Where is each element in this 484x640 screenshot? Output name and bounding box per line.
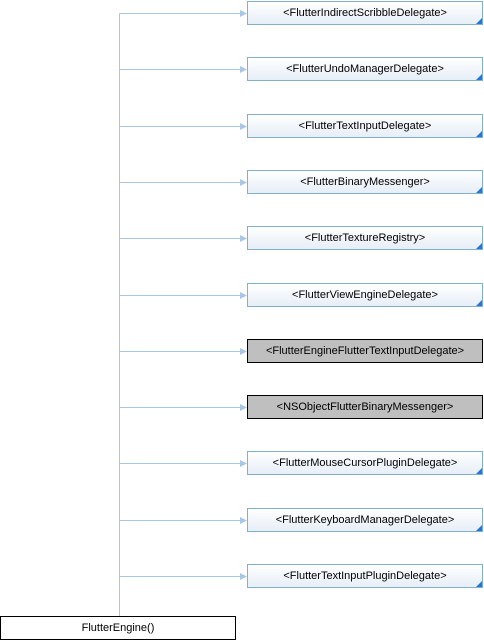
corner-marker-icon xyxy=(476,525,482,531)
arrowhead-icon xyxy=(240,10,247,17)
protocol-label: <FlutterIndirectScribbleDelegate> xyxy=(283,7,447,19)
corner-marker-icon xyxy=(476,187,482,193)
arrowhead-icon xyxy=(240,460,247,467)
protocol-label: <FlutterBinaryMessenger> xyxy=(300,176,430,188)
arrowhead-icon xyxy=(240,517,247,524)
protocol-node-view-engine-delegate[interactable]: <FlutterViewEngineDelegate> xyxy=(247,283,483,307)
protocol-label: <FlutterTextureRegistry> xyxy=(304,232,426,244)
corner-marker-icon xyxy=(476,468,482,474)
arrowhead-icon xyxy=(240,348,247,355)
protocol-node-indirect-scribble-delegate[interactable]: <FlutterIndirectScribbleDelegate> xyxy=(247,1,483,25)
protocol-node-binary-messenger[interactable]: <FlutterBinaryMessenger> xyxy=(247,170,483,194)
corner-marker-icon xyxy=(476,243,482,249)
main-class-label: FlutterEngine() xyxy=(81,622,155,634)
protocol-node-mouse-cursor-plugin-delegate[interactable]: <FlutterMouseCursorPluginDelegate> xyxy=(247,451,483,475)
protocol-label: <FlutterKeyboardManagerDelegate> xyxy=(275,514,455,526)
protocol-label: <FlutterMouseCursorPluginDelegate> xyxy=(272,457,458,469)
protocol-node-undo-manager-delegate[interactable]: <FlutterUndoManagerDelegate> xyxy=(247,57,483,81)
protocol-node-keyboard-manager-delegate[interactable]: <FlutterKeyboardManagerDelegate> xyxy=(247,508,483,532)
protocol-node-texture-registry[interactable]: <FlutterTextureRegistry> xyxy=(247,226,483,250)
arrowhead-icon xyxy=(240,66,247,73)
arrowhead-icon xyxy=(240,179,247,186)
protocol-label: <FlutterUndoManagerDelegate> xyxy=(286,63,444,75)
corner-marker-icon xyxy=(476,300,482,306)
protocol-node-text-input-delegate[interactable]: <FlutterTextInputDelegate> xyxy=(247,114,483,138)
protocol-label: <FlutterTextInputPluginDelegate> xyxy=(283,570,447,582)
protocol-node-nsobject-flutter-binary-messenger: <NSObjectFlutterBinaryMessenger> xyxy=(247,395,483,419)
corner-marker-icon xyxy=(476,131,482,137)
arrowhead-icon xyxy=(240,404,247,411)
corner-marker-icon xyxy=(476,581,482,587)
arrowhead-icon xyxy=(240,123,247,130)
protocol-label: <FlutterViewEngineDelegate> xyxy=(292,289,438,301)
protocol-label: <FlutterEngineFlutterTextInputDelegate> xyxy=(265,345,465,357)
arrowhead-icon xyxy=(240,573,247,580)
arrowhead-icon xyxy=(240,235,247,242)
protocol-label: <FlutterTextInputDelegate> xyxy=(298,120,432,132)
main-class-node[interactable]: FlutterEngine() xyxy=(0,616,236,640)
protocol-label: <NSObjectFlutterBinaryMessenger> xyxy=(276,401,454,413)
corner-marker-icon xyxy=(476,18,482,24)
protocol-node-text-input-plugin-delegate[interactable]: <FlutterTextInputPluginDelegate> xyxy=(247,564,483,588)
corner-marker-icon xyxy=(476,74,482,80)
protocol-node-engine-flutter-text-input-delegate: <FlutterEngineFlutterTextInputDelegate> xyxy=(247,339,483,363)
arrowhead-icon xyxy=(240,292,247,299)
